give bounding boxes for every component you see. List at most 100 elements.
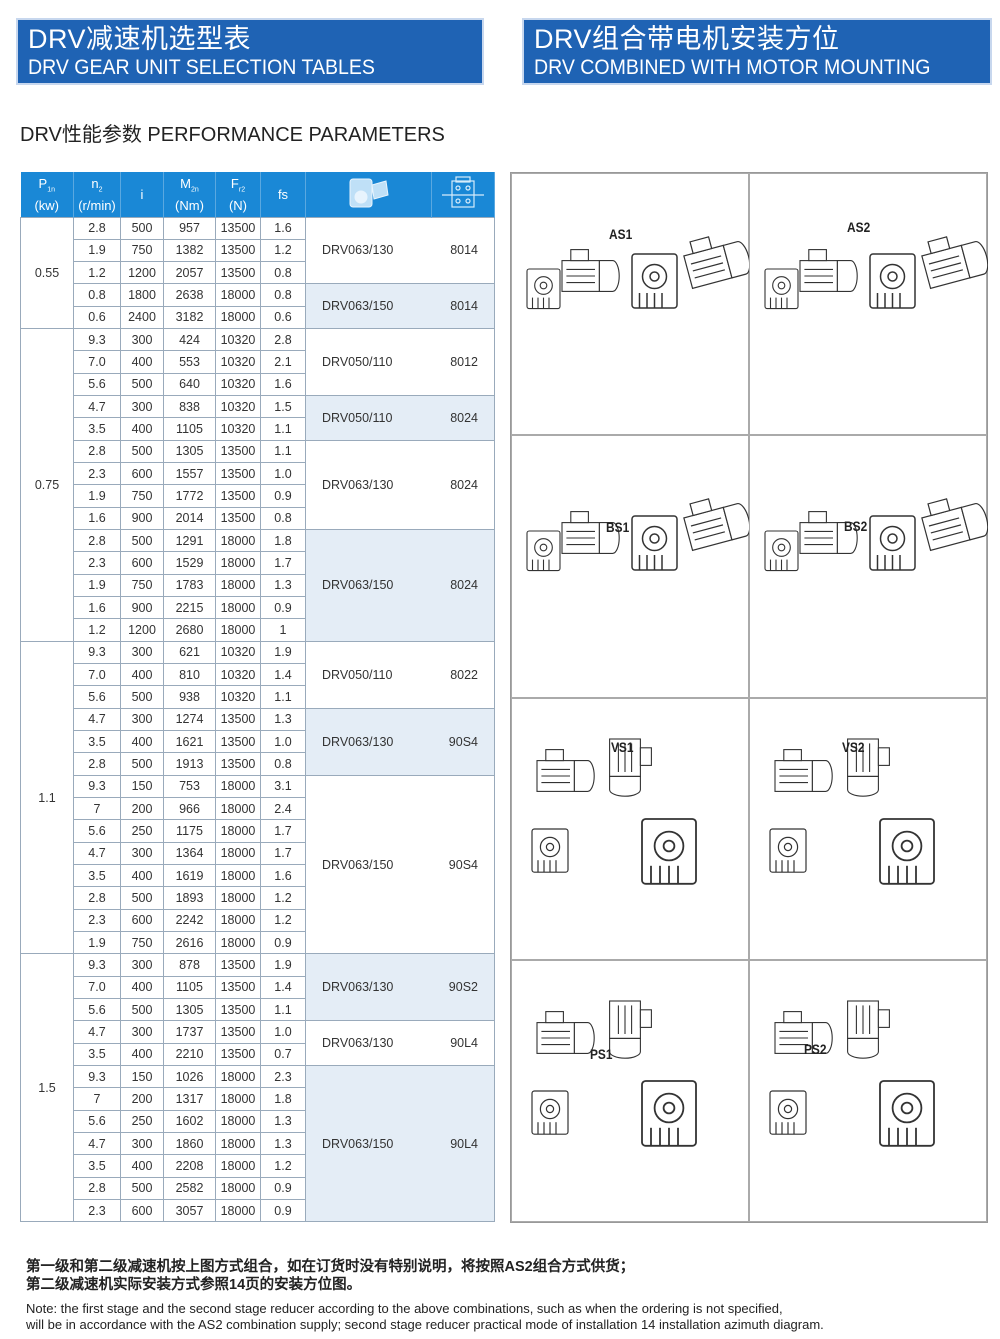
torque-cell: 1305 [163,997,216,1022]
motor-flange-icon [431,172,495,217]
force-cell: 18000 [215,1176,261,1200]
mounting-position-bs2: BS2 [749,435,988,698]
force-cell: 13500 [215,707,261,732]
motor-code-cell: 8024 [431,439,495,531]
fs-cell: 1.9 [260,953,306,977]
fs-cell: 0.6 [260,305,306,330]
ratio-cell: 1200 [120,261,164,285]
fs-cell: 3.1 [260,774,306,799]
torque-cell: 1105 [163,975,216,999]
model-cell: DRV063/130 [305,953,432,1022]
force-cell: 13500 [215,484,261,508]
force-cell: 10320 [215,372,261,397]
torque-cell: 1737 [163,1020,216,1044]
speed-cell: 4.7 [73,1131,121,1156]
motor-code-cell: 8024 [431,529,495,642]
fs-cell: 1.3 [260,707,306,732]
banner-title-en: DRV COMBINED WITH MOTOR MOUNTING POSITIO… [534,56,931,105]
speed-cell: 2.8 [73,529,121,553]
torque-cell: 1860 [163,1131,216,1156]
speed-cell: 1.9 [73,573,121,598]
speed-cell: 9.3 [73,1064,121,1089]
banner-title-en: DRV GEAR UNIT SELECTION TABLES [28,56,375,79]
torque-cell: 2208 [163,1154,216,1178]
force-cell: 18000 [215,305,261,330]
ratio-cell: 500 [120,1176,164,1200]
speed-cell: 4.7 [73,841,121,866]
note-en-line: will be in accordance with the AS2 combi… [26,1317,824,1332]
header-speed: n2(r/min) [73,172,121,217]
force-cell: 13500 [215,216,261,240]
torque-cell: 1274 [163,707,216,732]
force-cell: 18000 [215,1131,261,1156]
speed-cell: 9.3 [73,640,121,665]
mounting-position-vs2: VS2 [749,697,987,960]
speed-cell: 5.6 [73,1109,121,1133]
gear-motor-drawing-icon [769,737,935,885]
mounting-position-as1: AS1 [511,173,750,436]
fs-cell: 1.2 [260,238,306,263]
fs-cell: 1.0 [260,730,306,754]
force-cell: 13500 [215,1042,261,1066]
force-cell: 13500 [215,462,261,486]
torque-cell: 1529 [163,551,216,575]
speed-cell: 0.8 [73,283,121,307]
model-cell: DRV063/150 [305,1064,432,1223]
fs-cell: 1.4 [260,663,306,687]
motor-code-cell: 90L4 [431,1064,495,1223]
torque-cell: 2215 [163,596,216,620]
model-cell: DRV050/110 [305,640,432,709]
model-cell: DRV063/130 [305,707,432,776]
ratio-cell: 500 [120,997,164,1022]
motor-code-cell: 8014 [431,283,495,330]
speed-cell: 1.2 [73,618,121,642]
force-cell: 18000 [215,1109,261,1133]
ratio-cell: 600 [120,1198,164,1223]
force-cell: 18000 [215,1154,261,1178]
torque-cell: 1893 [163,886,216,910]
torque-cell: 2616 [163,930,216,955]
mounting-position-vs1: VS1 [511,697,749,960]
force-cell: 18000 [215,551,261,575]
fs-cell: 1.1 [260,997,306,1022]
speed-cell: 3.5 [73,1042,121,1066]
gear-unit-selection-banner: DRV减速机选型表 DRV GEAR UNIT SELECTION TABLES [16,18,484,85]
speed-cell: 4.7 [73,707,121,732]
position-label: VS1 [610,738,634,755]
performance-table: P1n(kw) n2(r/min) i M2n(Nm) Fr2(N) fs 0.… [20,172,495,1223]
ratio-cell: 300 [120,1020,164,1044]
speed-cell: 2.3 [73,908,121,933]
force-cell: 18000 [215,797,261,821]
torque-cell: 2210 [163,1042,216,1066]
torque-cell: 1772 [163,484,216,508]
model-cell: DRV050/110 [305,395,432,441]
torque-cell: 1175 [163,819,216,843]
force-cell: 13500 [215,997,261,1022]
ratio-cell: 400 [120,975,164,999]
force-cell: 18000 [215,908,261,933]
force-cell: 13500 [215,238,261,263]
fs-cell: 1.4 [260,975,306,999]
gear-motor-drawing-icon [764,498,988,572]
model-cell: DRV063/130 [305,1020,432,1066]
torque-cell: 553 [163,350,216,374]
fs-cell: 1.1 [260,439,306,464]
ratio-cell: 1800 [120,283,164,307]
gear-motor-drawing-icon [531,1000,697,1147]
gear-motor-drawing-icon [764,236,988,310]
ratio-cell: 400 [120,663,164,687]
torque-cell: 1557 [163,462,216,486]
motor-code-cell: 8012 [431,328,495,397]
speed-cell: 1.9 [73,238,121,263]
